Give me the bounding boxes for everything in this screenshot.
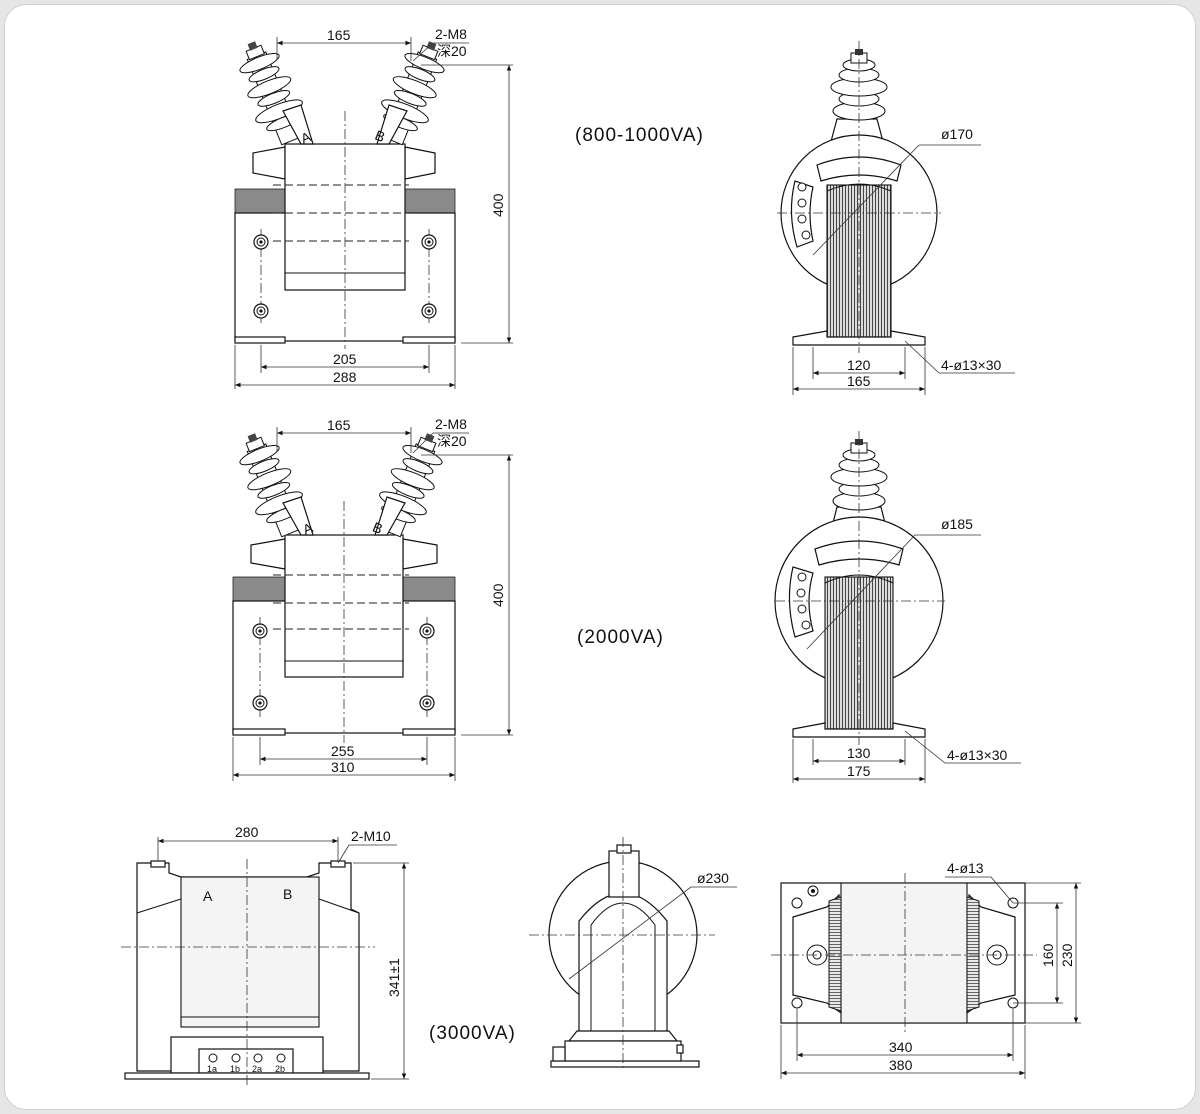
- thread-note: 2-M8: [435, 26, 467, 42]
- dim-bottom-outer: 310: [331, 759, 355, 775]
- thread-note: 2-M10: [351, 828, 391, 844]
- side-view-1: ø170 120 165 4-ø13×30: [777, 41, 1015, 395]
- dim-height: 400: [490, 193, 506, 217]
- dim-holes: 4-ø13×30: [941, 357, 1002, 373]
- dim-inner-h: 160: [1040, 943, 1056, 967]
- dim-bottom-inner: 205: [333, 351, 357, 367]
- depth-note: 深20: [437, 433, 467, 449]
- dim-outer-w: 380: [889, 1057, 913, 1073]
- dim-height: 341±1: [386, 958, 402, 997]
- caption-2000va: (2000VA): [577, 627, 664, 648]
- thread-note: 2-M8: [435, 416, 467, 432]
- side-view-2: ø185 130 175 4-ø13×30: [774, 431, 1021, 783]
- dim-inner-w: 340: [889, 1039, 913, 1055]
- dim-height: 400: [490, 583, 506, 607]
- drawing-sheet: A B 165 2-M8 深20 400 205 288 (800-1000VA…: [4, 4, 1196, 1110]
- terminal-1b: 1b: [230, 1064, 240, 1074]
- terminal-1a: 1a: [207, 1064, 217, 1074]
- front-view-1: A B 165 2-M8 深20 400 205 288: [227, 26, 513, 389]
- top-view-3: 160 230 340 380 4-ø13: [771, 860, 1081, 1079]
- dim-outer-h: 230: [1059, 943, 1075, 967]
- dim-diameter: ø230: [697, 870, 729, 886]
- terminal-2a: 2a: [252, 1064, 262, 1074]
- dim-top: 280: [235, 824, 259, 840]
- label-b: B: [283, 886, 292, 902]
- dim-diameter: ø185: [941, 516, 973, 532]
- front-view-3: 1a 1b 2a 2b A B 280 2-M10 341±1: [121, 824, 409, 1085]
- dim-bottom-inner: 255: [331, 743, 355, 759]
- dim-inner: 130: [847, 745, 871, 761]
- depth-note: 深20: [437, 43, 467, 59]
- front-view-2: A B 165 2-M8 深20 400 255 310: [227, 416, 513, 781]
- dim-top: 165: [327, 417, 351, 433]
- dim-holes: 4-ø13×30: [947, 747, 1008, 763]
- dim-diameter: ø170: [941, 126, 973, 142]
- technical-drawing: A B 165 2-M8 深20 400 205 288 (800-1000VA…: [121, 26, 1081, 1085]
- dim-holes: 4-ø13: [947, 860, 984, 876]
- caption-3000va: (3000VA): [429, 1023, 516, 1044]
- dim-outer: 165: [847, 373, 871, 389]
- label-a: A: [203, 888, 213, 904]
- caption-800-1000va: (800-1000VA): [575, 125, 704, 146]
- dim-outer: 175: [847, 763, 871, 779]
- dim-bottom-outer: 288: [333, 369, 357, 385]
- terminal-2b: 2b: [275, 1064, 285, 1074]
- dim-inner: 120: [847, 357, 871, 373]
- side-view-3: ø230: [529, 837, 737, 1071]
- dim-top: 165: [327, 27, 351, 43]
